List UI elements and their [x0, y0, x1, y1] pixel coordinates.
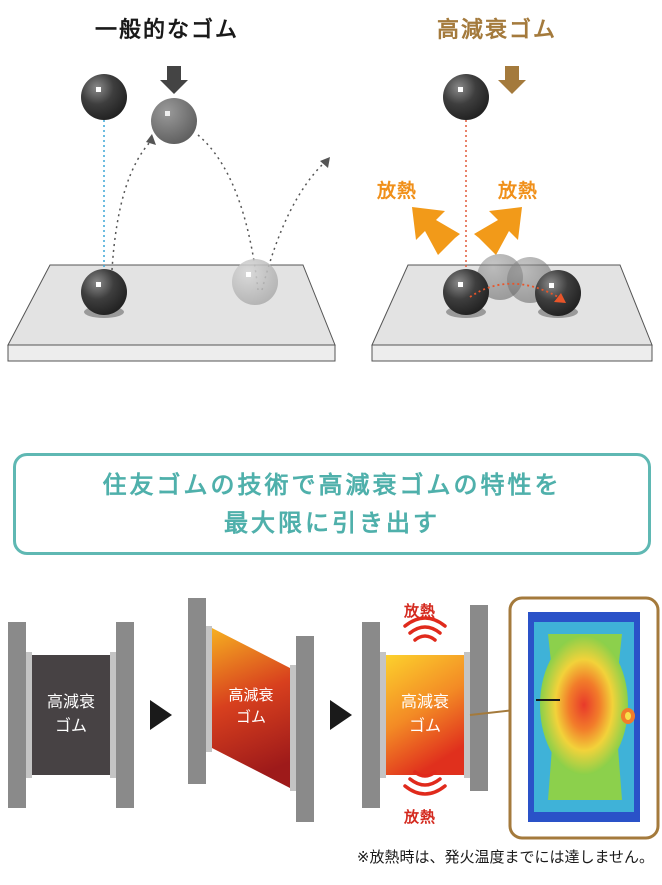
- ball-ground-left: [81, 269, 127, 315]
- ball-highlight: [96, 282, 101, 287]
- ball-highlight: [96, 87, 101, 92]
- rubber-block-1: [32, 655, 110, 775]
- ball-start-left: [81, 74, 127, 120]
- plate-right-3-inner: [464, 652, 470, 778]
- plate-left-2-inner: [206, 626, 212, 752]
- floor-edge-right: [371, 344, 653, 362]
- banner-line-2: 最大限に引き出す: [224, 509, 440, 537]
- plate-left-1-inner: [26, 652, 32, 778]
- plate-left-3: [362, 622, 380, 808]
- rubber-label-3: 高減衰 ゴム: [386, 690, 464, 738]
- rubber-sequence: [8, 596, 660, 840]
- rubber-label-line1: 高減衰: [46, 692, 95, 711]
- ball-end-right: [535, 270, 581, 316]
- rubber-label-line2: ゴム: [408, 716, 441, 735]
- ball-ground-right: [443, 269, 489, 315]
- thermal-hot: [540, 635, 628, 775]
- footnote: ※放熱時は、発火温度までには達しません。: [356, 848, 654, 866]
- bounce-path-left: [111, 139, 153, 271]
- heat-release-label-left: 放熱: [377, 180, 418, 202]
- plate-right-3: [470, 605, 488, 791]
- rubber-label-line2: ゴム: [235, 708, 266, 726]
- next-arrow-2-icon: [330, 700, 352, 730]
- plate-right-1: [116, 622, 134, 808]
- high-damping-diagram: [371, 66, 653, 362]
- plate-right-2-inner: [290, 665, 296, 791]
- floor-top-left: [7, 264, 336, 346]
- roll-arrowhead-icon: [554, 293, 566, 303]
- plate-right-1-inner: [110, 652, 116, 778]
- bounce-arrowhead-1: [146, 134, 156, 145]
- general-rubber-title: 一般的なゴム: [95, 18, 240, 43]
- down-arrow-left-icon: [160, 66, 188, 94]
- plate-right-2: [296, 636, 314, 822]
- ball-highlight: [165, 111, 170, 116]
- ball-highlight: [549, 283, 554, 288]
- rubber-label-line2: ゴム: [54, 716, 87, 735]
- heat-wave-bottom-icon: [403, 770, 447, 796]
- thermal-hotspot-core: [625, 712, 631, 720]
- heat-release-label-top: 放熱: [404, 602, 437, 620]
- plate-left-3-inner: [380, 652, 386, 778]
- high-damping-title: 高減衰ゴム: [437, 18, 558, 43]
- ball-highlight: [458, 282, 463, 287]
- technology-banner: 住友ゴムの技術で高減衰ゴムの特性を 最大限に引き出す: [13, 453, 651, 555]
- ball-start-right: [443, 74, 489, 120]
- callout-line: [469, 709, 516, 716]
- ball-highlight: [246, 272, 251, 277]
- bounce-arrowhead-2: [320, 157, 330, 168]
- heat-arrow-left-icon: [412, 207, 460, 255]
- heat-wave-top-icon: [403, 616, 447, 642]
- rubber-label-line1: 高減衰: [228, 686, 274, 704]
- plate-left-1: [8, 622, 26, 808]
- floor-edge-left: [7, 344, 336, 362]
- heat-release-label-right: 放熱: [498, 180, 539, 202]
- heat-arrow-right-icon: [474, 207, 522, 255]
- rubber-block-3: [386, 655, 464, 775]
- down-arrow-right-icon: [498, 66, 526, 94]
- plate-left-2: [188, 598, 206, 784]
- ball-faded-left: [232, 259, 278, 305]
- banner-line-1: 住友ゴムの技術で高減衰ゴムの特性を: [102, 471, 562, 499]
- ball-highlight: [458, 87, 463, 92]
- heat-release-label-bottom: 放熱: [404, 808, 437, 826]
- rubber-label-1: 高減衰 ゴム: [32, 690, 110, 738]
- roll-path-right: [469, 282, 561, 299]
- next-arrow-1-icon: [150, 700, 172, 730]
- rubber-label-line1: 高減衰: [400, 692, 449, 711]
- rubber-block-2: [212, 628, 290, 788]
- rubber-label-2: 高減衰 ゴム: [212, 684, 290, 728]
- general-rubber-diagram: [7, 66, 336, 362]
- ball-peak-left: [151, 98, 197, 144]
